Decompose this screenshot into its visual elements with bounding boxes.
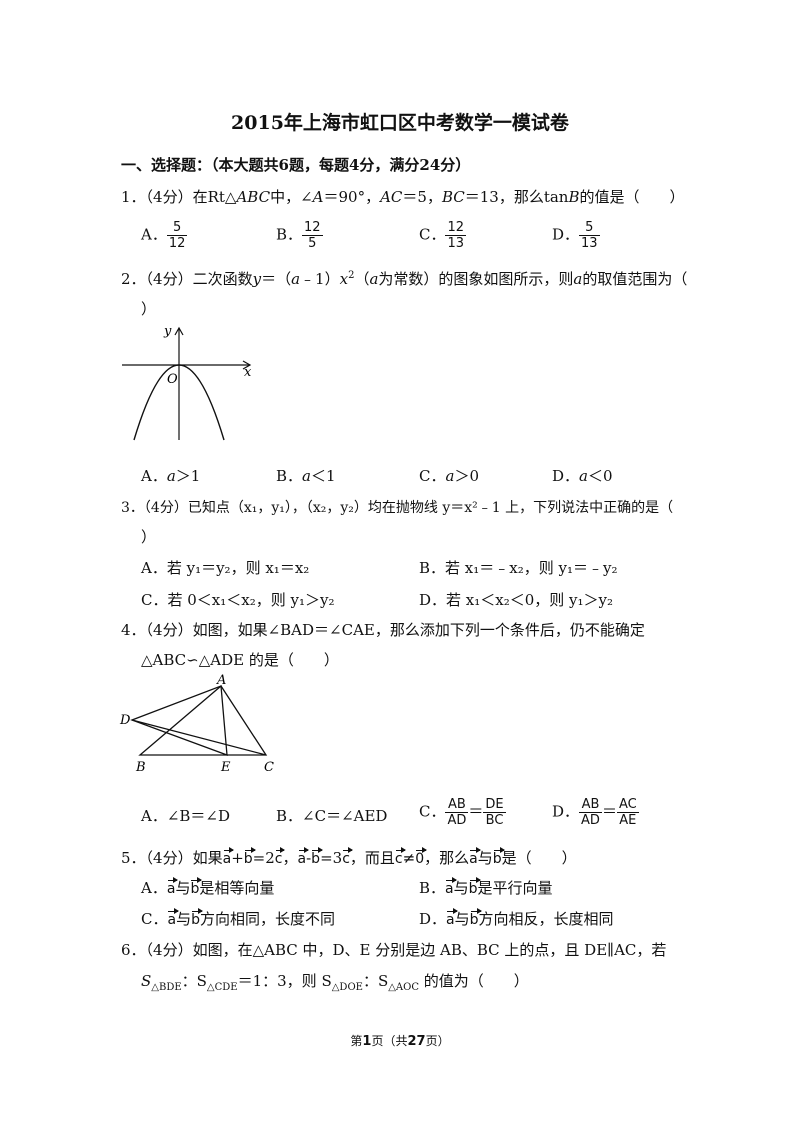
question-2: 2．（4分）二次函数y＝（a﹣1）x2（a为常数）的图象如图所示，则a的取值范围…	[121, 270, 688, 288]
y-axis-arrow	[174, 326, 184, 336]
origin-label: O	[167, 372, 178, 387]
section-heading: 一、选择题：（本大题共6题，每题4分，满分24分）	[121, 156, 471, 174]
page-title: 2015年上海市虹口区中考数学一模试卷	[231, 112, 569, 134]
q3-option-d[interactable]: D．若 x₁＜x₂＜0，则 y₁＞y₂	[419, 591, 614, 609]
label-d: D	[119, 713, 131, 728]
q5-option-a[interactable]: A．a与b是相等向量	[141, 877, 275, 897]
question-4: 4．（4分）如图，如果∠BAD＝∠CAE，那么添加下列一个条件后，仍不能确定	[121, 621, 645, 639]
question-5: 5．（4分）如果a+b=2c，a-b=3c，而且c≠0，那么a与b是（ ）	[121, 847, 577, 867]
q3-option-c[interactable]: C．若 0＜x₁＜x₂，则 y₁＞y₂	[141, 591, 335, 609]
parabola-curve	[133, 364, 225, 441]
question-4-line2: △ABC∽△ADE 的是（ ）	[141, 651, 339, 669]
page-footer: 第1页（共27页）	[350, 1034, 450, 1049]
q5-option-c[interactable]: C．a与b方向相同，长度不同	[141, 908, 335, 928]
question-3-line2: ）	[141, 528, 157, 546]
q2-option-b[interactable]: B．a＜1	[276, 467, 336, 485]
parabola-graph: y x O	[122, 324, 252, 441]
y-axis-label: y	[163, 324, 172, 339]
x-axis-arrow	[242, 360, 252, 370]
q5-option-b[interactable]: B．a与b是平行向量	[419, 877, 553, 897]
question-6: 6．（4分）如图，在△ABC 中，D、E 分别是边 AB、BC 上的点，且 DE…	[121, 941, 667, 959]
q2-option-d[interactable]: D．a＜0	[552, 467, 613, 485]
q5-option-d[interactable]: D．a与b方向相反，长度相同	[419, 908, 614, 928]
question-2-line2: ）	[141, 300, 157, 318]
q2-option-c[interactable]: C．a＞0	[419, 467, 479, 485]
x-axis-label: x	[244, 365, 252, 380]
label-b: B	[135, 760, 146, 775]
triangle-ade	[130, 685, 228, 756]
question-1: 1．（4分）在Rt△ABC中，∠A＝90°，AC＝5，BC＝13，那么tanB的…	[121, 188, 685, 206]
question-3: 3．（4分）已知点（x₁，y₁），（x₂，y₂）均在抛物线 y＝x²﹣1 上，下…	[121, 500, 674, 516]
label-a: A	[216, 673, 226, 688]
q2-option-a[interactable]: A．a＞1	[141, 467, 201, 485]
q4-option-b[interactable]: B．∠C＝∠AED	[276, 807, 388, 825]
q4-option-a[interactable]: A．∠B＝∠D	[141, 807, 231, 825]
label-c: C	[264, 760, 274, 775]
triangle-abc	[138, 685, 268, 756]
segment-dc	[131, 719, 267, 756]
triangle-figure-q4: A B C D E	[119, 673, 274, 775]
q3-option-b[interactable]: B．若 x₁＝﹣x₂，则 y₁＝﹣y₂	[419, 559, 618, 577]
question-6-line2: S△BDE：S△CDE＝1：3，则 S△DOE：S△AOC 的值为（ ）	[141, 972, 529, 993]
q3-option-a[interactable]: A．若 y₁＝y₂，则 x₁＝x₂	[141, 559, 310, 577]
label-e: E	[220, 760, 231, 775]
